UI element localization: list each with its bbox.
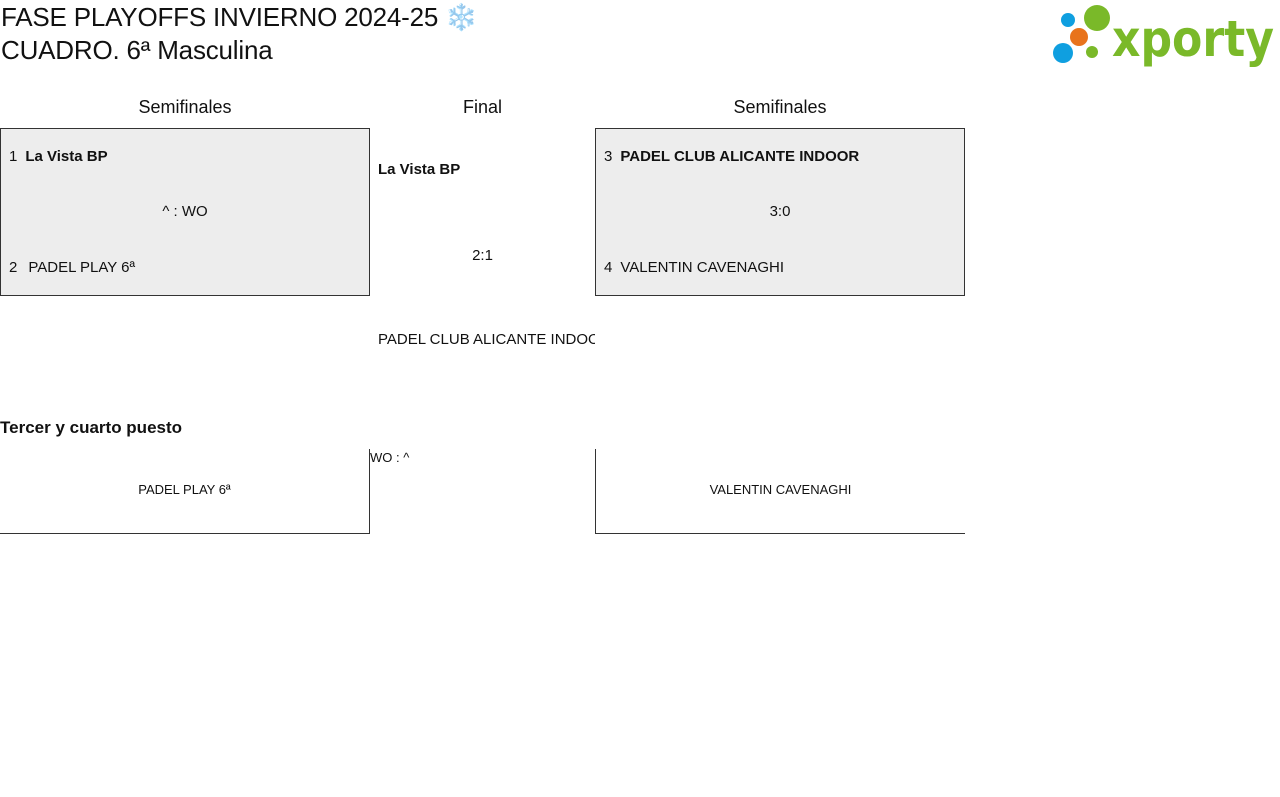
third-place-title: Tercer y cuarto puesto <box>0 418 183 437</box>
team-seed: 4 <box>604 259 613 276</box>
logo-text: xporty <box>1112 10 1274 68</box>
final-score: 2:1 <box>472 247 493 264</box>
third-place-right-team: VALENTIN CAVENAGHI <box>709 482 852 497</box>
semifinal-right-score: 3:0 <box>769 203 791 220</box>
team-name: PADEL CLUB ALICANTE INDOOR <box>620 148 860 165</box>
third-place-left-team: PADEL PLAY 6ª <box>138 482 231 497</box>
team-name: La Vista BP <box>25 148 108 165</box>
final-team2: PADEL CLUB ALICANTE INDOOR <box>378 331 595 348</box>
semifinal-right-match[interactable]: 3 PADEL CLUB ALICANTE INDOOR 3:0 4 VALENTI… <box>595 128 965 296</box>
third-place-left-team-box[interactable]: PADEL PLAY 6ª <box>0 449 370 534</box>
page-title: FASE PLAYOFFS INVIERNO 2024-25 ❄️ CUADRO… <box>1 1 478 67</box>
team-name: VALENTIN CAVENAGHI <box>620 259 784 276</box>
team-name: PADEL PLAY 6ª <box>28 259 136 276</box>
semifinal-right-team1: 3 PADEL CLUB ALICANTE INDOOR <box>604 148 859 166</box>
semifinal-left-team1: 1 La Vista BP <box>9 148 108 166</box>
column-header-final: Final <box>462 97 502 117</box>
third-place-right-team-box[interactable]: VALENTIN CAVENAGHI <box>595 449 965 534</box>
semifinal-left-team2: 2 PADEL PLAY 6ª <box>9 259 135 277</box>
team-seed: 2 <box>9 259 18 276</box>
third-place-score: WO : ^ <box>370 450 410 465</box>
column-header-right: Semifinales <box>733 97 827 117</box>
xporty-logo: xporty <box>1053 5 1274 68</box>
final-team1: La Vista BP <box>378 161 461 178</box>
semifinal-right-team2: 4 VALENTIN CAVENAGHI <box>604 259 784 277</box>
semifinal-left-score: ^ : WO <box>162 203 208 220</box>
column-header-left: Semifinales <box>138 97 232 117</box>
page-title-line2: CUADRO. 6ª Masculina <box>1 35 273 65</box>
semifinal-left-match[interactable]: 1 La Vista BP ^ : WO 2 PADEL PLAY 6ª <box>0 128 370 296</box>
page-title-line1: FASE PLAYOFFS INVIERNO 2024-25 ❄️ <box>1 2 478 32</box>
team-seed: 3 <box>604 148 613 165</box>
team-seed: 1 <box>9 148 18 165</box>
